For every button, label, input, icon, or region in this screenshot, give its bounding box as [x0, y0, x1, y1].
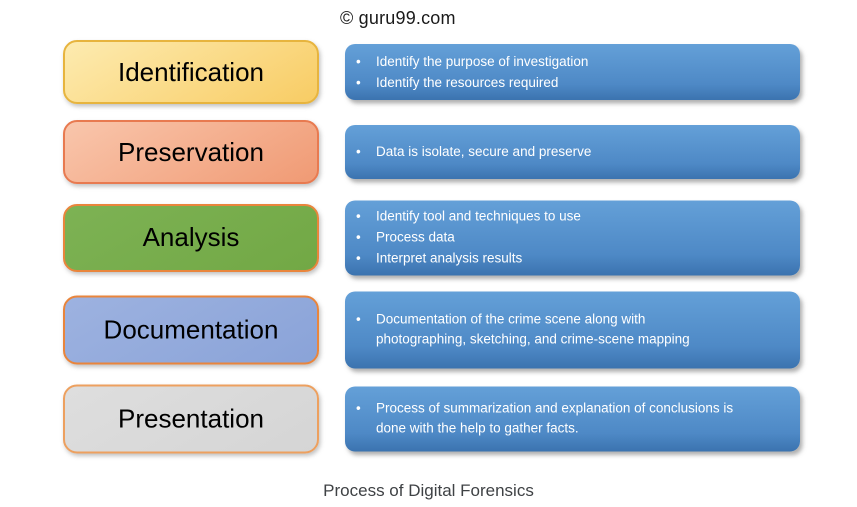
stage-points-list: Documentation of the crime scene along w… — [345, 309, 800, 351]
stage-label-box: Identification — [63, 40, 319, 104]
stage-points-list: Data is isolate, secure and preserve — [345, 141, 800, 163]
stage-rows: Identification Identify the purpose of i… — [0, 40, 857, 453]
stage-points-list: Process of summarization and explanation… — [345, 398, 800, 440]
stage-point: Interpret analysis results — [345, 249, 800, 269]
stage-info-box: Documentation of the crime scene along w… — [345, 291, 800, 368]
stage-points-list: Identify the purpose of investigationIde… — [345, 51, 800, 94]
stage-row: Presentation Process of summarization an… — [0, 384, 857, 453]
stage-info-box: Identify tool and techniques to useProce… — [345, 200, 800, 275]
stage-point: Process of summarization and explanation… — [345, 399, 800, 439]
copyright-text: © guru99.com — [340, 8, 456, 28]
stage-label: Identification — [118, 56, 264, 87]
stage-point: Data is isolate, secure and preserve — [345, 142, 800, 162]
stage-row: Analysis Identify tool and techniques to… — [0, 200, 857, 275]
stage-row: Documentation Documentation of the crime… — [0, 291, 857, 368]
stage-row: Identification Identify the purpose of i… — [0, 40, 857, 104]
stage-label: Analysis — [142, 222, 240, 252]
stage-points-list: Identify tool and techniques to useProce… — [345, 206, 800, 270]
stage-info-box: Data is isolate, secure and preserve — [345, 125, 800, 179]
stage-label-box: Presentation — [63, 384, 319, 453]
stage-point: Identify the resources required — [345, 73, 800, 93]
stage-point: Identify the purpose of investigation — [345, 52, 800, 72]
stage-label-box: Documentation — [63, 295, 319, 364]
stage-row: Preservation Data is isolate, secure and… — [0, 120, 857, 184]
stage-point: Identify tool and techniques to use — [345, 207, 800, 227]
stage-label: Preservation — [118, 136, 264, 167]
stage-label-box: Preservation — [63, 120, 319, 184]
diagram-caption: Process of Digital Forensics — [323, 481, 534, 500]
stage-info-box: Process of summarization and explanation… — [345, 386, 800, 451]
stage-point: Documentation of the crime scene along w… — [345, 310, 800, 350]
stage-info-box: Identify the purpose of investigationIde… — [345, 44, 800, 100]
stage-label-box: Analysis — [63, 203, 319, 272]
stage-label: Presentation — [118, 403, 264, 433]
stage-point: Process data — [345, 228, 800, 248]
stage-label: Documentation — [103, 314, 279, 344]
